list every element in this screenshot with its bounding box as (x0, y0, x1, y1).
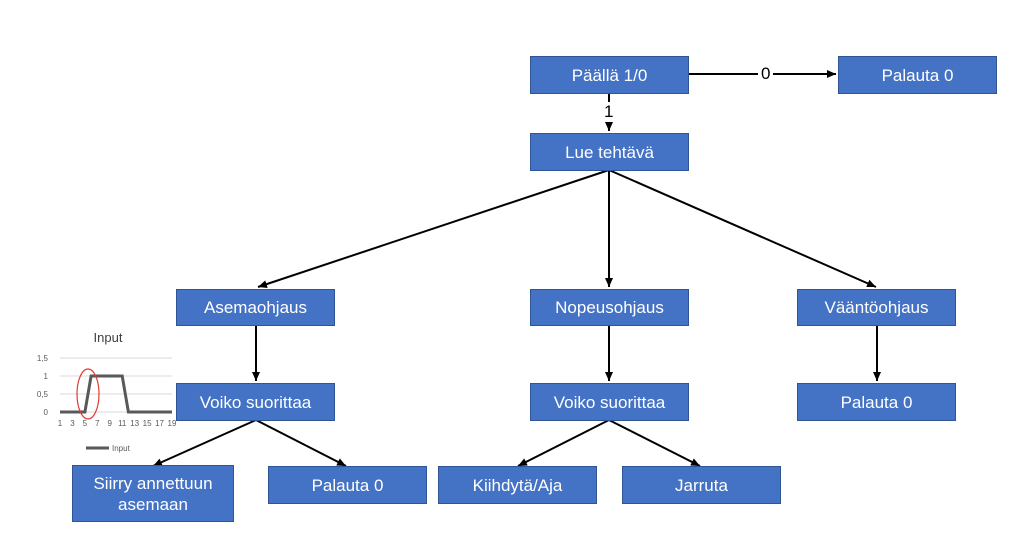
x-tick-label: 9 (108, 419, 113, 428)
edge-voiko2-to-kiihdyta (517, 419, 610, 467)
edge-label-one: 1 (601, 102, 617, 122)
node-paalla: Päällä 1/0 (530, 56, 689, 94)
node-vantoohjaus: Vääntöohjaus (797, 289, 956, 326)
x-tick-label: 5 (83, 419, 88, 428)
node-palauta-top: Palauta 0 (838, 56, 997, 94)
node-lue-tehtava: Lue tehtävä (530, 133, 689, 171)
node-kiihdyta: Kiihdytä/Aja (438, 466, 597, 504)
y-tick-label: 0 (44, 408, 49, 417)
node-palauta-mid: Palauta 0 (268, 466, 427, 504)
x-tick-label: 17 (155, 419, 164, 428)
series-line-input (60, 374, 172, 414)
chart-title: Input (94, 330, 123, 345)
y-tick-label: 1 (44, 372, 49, 381)
edge-label-zero: 0 (758, 64, 774, 84)
x-tick-label: 7 (95, 419, 100, 428)
node-asemaohjaus: Asemaohjaus (176, 289, 335, 326)
node-nopeusohjaus: Nopeusohjaus (530, 289, 689, 326)
node-siirry-asemaan: Siirry annettuun asemaan (72, 465, 234, 522)
x-tick-label: 1 (58, 419, 63, 428)
node-palauta-right: Palauta 0 (797, 383, 956, 421)
edge-voiko1-to-siirry (152, 419, 257, 467)
node-voiko-suorittaa-2: Voiko suorittaa (530, 383, 689, 421)
edge-lue-to-asema (257, 169, 610, 288)
node-jarruta: Jarruta (622, 466, 781, 504)
edge-voiko1-to-palauta (255, 419, 347, 467)
legend-label: Input (112, 444, 131, 453)
edge-voiko2-to-jarruta (608, 419, 701, 467)
highlight-ellipse (76, 368, 100, 420)
y-tick-label: 0,5 (37, 390, 49, 399)
x-tick-label: 3 (70, 419, 75, 428)
y-tick-label: 1,5 (37, 354, 49, 363)
x-tick-label: 15 (143, 419, 152, 428)
x-tick-label: 19 (168, 419, 177, 428)
x-tick-label: 13 (130, 419, 139, 428)
node-voiko-suorittaa-1: Voiko suorittaa (176, 383, 335, 421)
edge-lue-to-vanto (608, 169, 877, 288)
x-tick-label: 11 (118, 419, 127, 428)
